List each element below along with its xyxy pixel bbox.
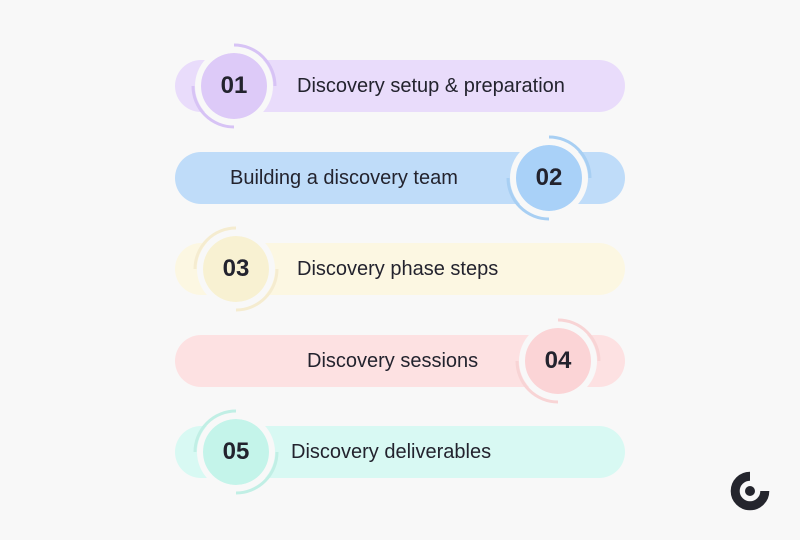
- step-4-badge: 04: [515, 318, 601, 404]
- step-2-number: 02: [535, 164, 563, 191]
- step-4: Discovery sessions 04: [175, 318, 625, 404]
- step-1-arc-icon: [191, 43, 277, 129]
- brand-logo-icon: [730, 471, 770, 511]
- step-4-label: Discovery sessions: [307, 350, 479, 372]
- step-1-badge: 01: [191, 43, 277, 129]
- step-1-number: 01: [220, 72, 248, 99]
- step-5: 05 Discovery deliverables: [175, 409, 625, 495]
- step-5-label: Discovery deliverables: [291, 441, 492, 463]
- step-2: Building a discovery team 02: [175, 135, 625, 221]
- step-2-arc-icon: [506, 135, 592, 221]
- step-1-label: Discovery setup & preparation: [297, 75, 565, 97]
- step-3-badge: 03: [193, 226, 279, 312]
- step-3-arc-icon: [193, 226, 279, 312]
- step-2-badge: 02: [506, 135, 592, 221]
- step-4-number: 04: [544, 347, 572, 374]
- step-5-number: 05: [222, 438, 250, 465]
- step-5-badge: 05: [193, 409, 279, 495]
- step-3: 03 Discovery phase steps: [175, 226, 625, 312]
- step-3-label: Discovery phase steps: [297, 258, 499, 280]
- step-5-arc-icon: [193, 409, 279, 495]
- step-2-label: Building a discovery team: [230, 167, 458, 189]
- step-3-number: 03: [222, 255, 250, 282]
- step-4-arc-icon: [515, 318, 601, 404]
- step-1: 01 Discovery setup & preparation: [175, 43, 625, 129]
